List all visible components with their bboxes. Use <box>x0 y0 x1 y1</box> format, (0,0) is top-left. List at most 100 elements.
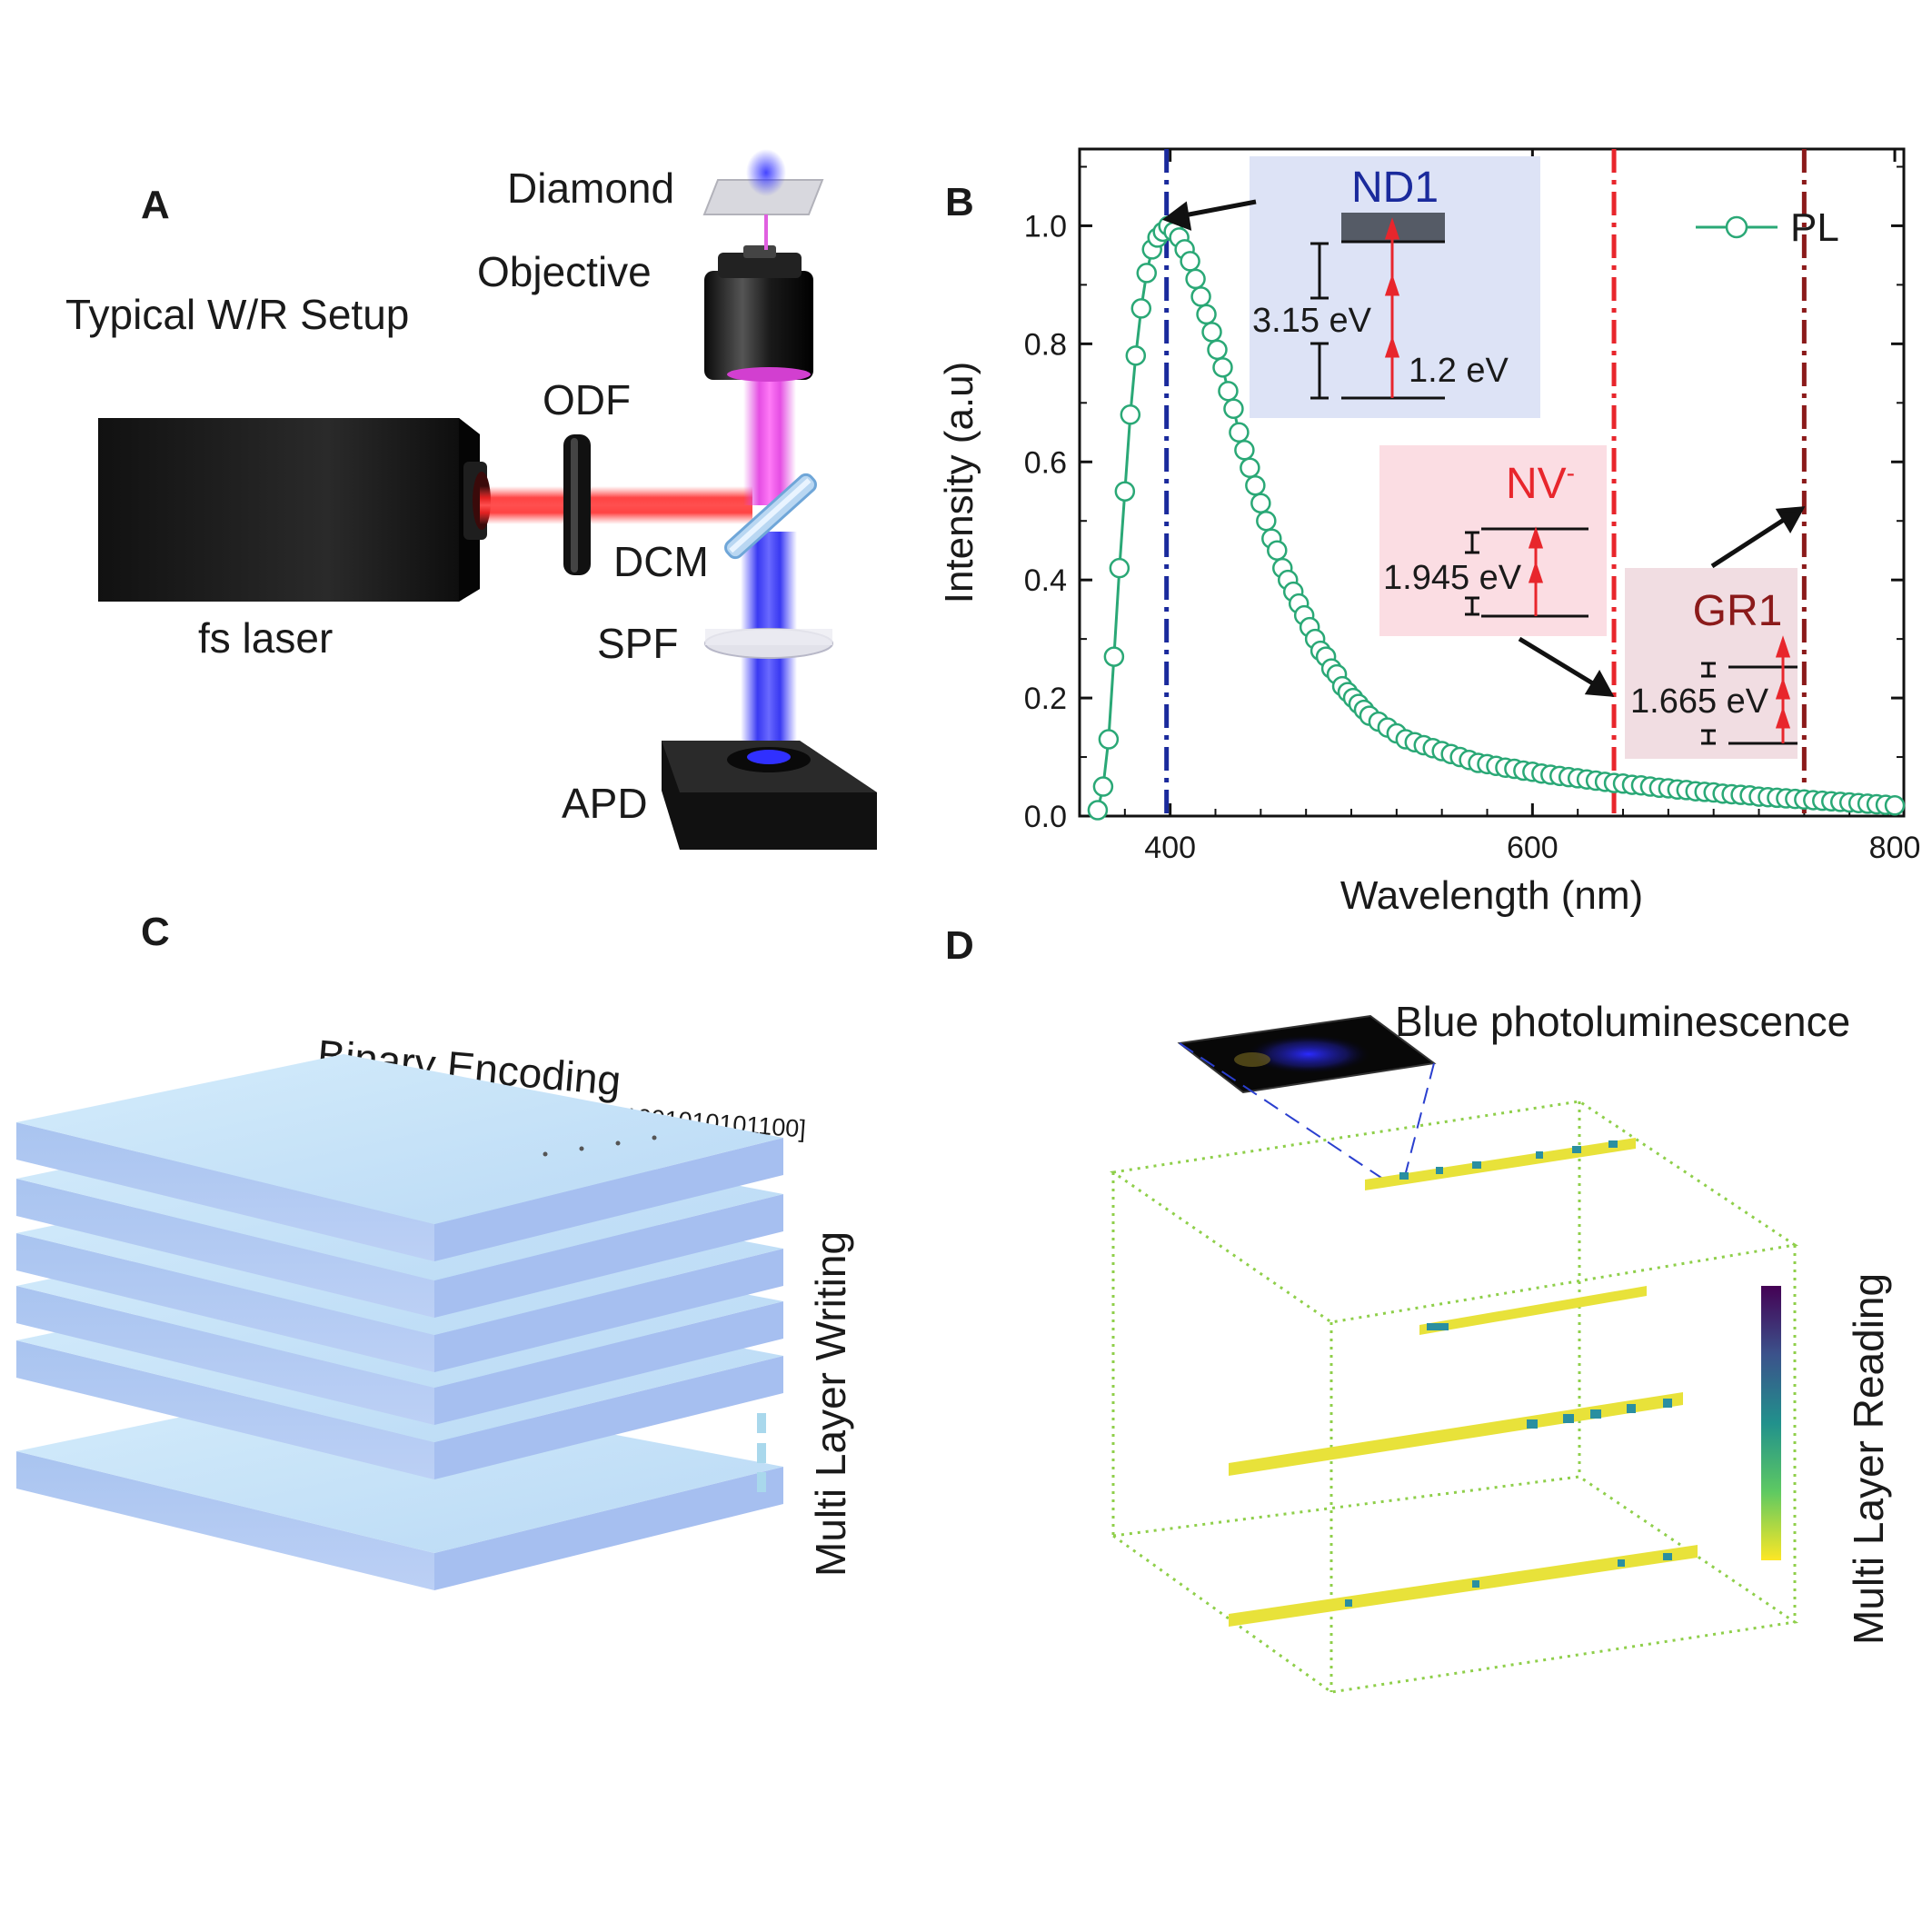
data-bit <box>543 1151 548 1157</box>
data-layer-4 <box>1229 1545 1698 1627</box>
nv-energy-bars <box>1465 531 1479 616</box>
pl-data-point <box>1245 474 1266 496</box>
pl-data-point <box>1125 345 1147 366</box>
red-laser-beam <box>480 486 752 524</box>
data-layer-3 <box>1229 1392 1683 1476</box>
panel-d: D Blue photoluminescence <box>945 923 1892 1694</box>
label-spf: SPF <box>597 620 678 667</box>
y-tick-label: 0.4 <box>1024 563 1067 598</box>
inset-nd1-title: ND1 <box>1351 164 1439 212</box>
pl-data-point <box>1223 398 1244 420</box>
blue-pl-label: Blue photoluminescence <box>1395 998 1850 1045</box>
diamond-sample <box>702 149 824 250</box>
setup-title: Typical W/R Setup <box>65 291 409 338</box>
pl-data-point <box>1240 457 1260 479</box>
y-tick-label: 1.0 <box>1024 209 1067 244</box>
nv-energy: 1.945 eV <box>1383 559 1522 597</box>
data-layer-1 <box>1365 1138 1636 1190</box>
odf-filter <box>563 434 591 575</box>
layer-stack <box>16 1054 783 1590</box>
label-laser: fs laser <box>198 614 333 662</box>
nd1-energy-bars <box>1310 242 1329 400</box>
y-tick-label: 0.6 <box>1024 445 1067 480</box>
pl-data-point <box>1229 422 1250 443</box>
pl-data-point <box>1087 800 1109 821</box>
legend-marker <box>1725 215 1748 239</box>
pl-data-point <box>1130 298 1152 319</box>
inset-nv-bg <box>1379 445 1607 636</box>
panel-a-letter: A <box>141 183 170 227</box>
inset-gr1-title: GR1 <box>1693 587 1783 635</box>
label-dcm: DCM <box>613 538 709 585</box>
colorbar <box>1761 1286 1781 1560</box>
y-tick-label: 0.8 <box>1024 327 1067 362</box>
pl-data-point <box>1250 493 1271 513</box>
x-tick-label: 400 <box>1144 831 1196 865</box>
data-bit <box>615 1140 621 1146</box>
inset-gr1: GR1 1.665 eV <box>1625 568 1798 759</box>
data-layer-2 <box>1419 1286 1647 1335</box>
pl-data-point <box>1218 381 1239 402</box>
nd1-energy-2: 1.2 eV <box>1409 352 1509 390</box>
pl-data-point <box>1267 540 1288 561</box>
multi-layer-reading-label: Multi Layer Reading <box>1845 1273 1892 1645</box>
pl-data-point <box>1212 357 1233 378</box>
panel-b: B 400 600 800 0.0 0.2 0.4 0.6 0.8 1.0Wavelength … <box>937 147 1921 918</box>
label-diamond: Diamond <box>507 164 674 212</box>
nd1-energy-1: 3.15 eV <box>1252 302 1372 340</box>
y-axis-label: Intensity (a.u) <box>937 362 981 604</box>
y-tick-label: 0.2 <box>1024 682 1067 716</box>
data-bit <box>652 1135 657 1140</box>
continuation-dots <box>757 1413 766 1492</box>
y-tick-label: 0.0 <box>1024 800 1067 834</box>
multi-layer-writing-label: Multi Layer Writing <box>807 1231 854 1577</box>
apd-detector <box>662 741 877 850</box>
pl-data-point <box>1196 304 1217 325</box>
pl-data-point <box>1092 776 1114 797</box>
panel-c: C Binary Encoding [010001110101010001001… <box>16 910 854 1590</box>
inset-nv: NV- 1.945 eV <box>1379 445 1607 636</box>
pl-data-point <box>1136 263 1158 284</box>
panel-c-letter: C <box>141 910 170 954</box>
data-bit <box>579 1146 584 1151</box>
data-layer-1-bits <box>1399 1140 1618 1180</box>
volume-cube <box>1110 1100 1799 1694</box>
data-layer-4-bits <box>1345 1553 1672 1607</box>
pl-data-point <box>1098 729 1120 750</box>
data-layer-3-bits <box>1527 1399 1672 1429</box>
projection-lines <box>1179 1042 1435 1180</box>
panel-b-letter: B <box>945 180 974 224</box>
objective-lens <box>704 245 813 382</box>
gr1-energy: 1.665 eV <box>1630 682 1769 721</box>
pl-data-point <box>1207 339 1228 361</box>
pl-image <box>1177 1014 1437 1094</box>
label-odf: ODF <box>543 376 631 423</box>
nd1-excitation-arrows <box>1384 217 1400 398</box>
gr1-excitation-arrows <box>1775 635 1791 743</box>
label-objective: Objective <box>477 248 652 295</box>
gr1-energy-bars <box>1701 662 1716 745</box>
pl-data-point <box>1114 481 1136 502</box>
pl-data-point <box>1884 795 1906 816</box>
fs-laser <box>98 418 491 602</box>
inset-nv-title: NV- <box>1506 459 1575 508</box>
panel-a: A Typical W/R Setup ODF DCM <box>65 149 877 850</box>
pl-data-point <box>1180 251 1200 272</box>
short-pass-filter <box>704 628 833 659</box>
pl-data-point <box>1109 557 1130 579</box>
x-tick-label: 600 <box>1507 831 1559 865</box>
pl-data-point <box>1190 286 1211 307</box>
pl-data-point <box>1256 510 1277 532</box>
x-tick-label: 800 <box>1869 831 1921 865</box>
storage-layer <box>16 1054 783 1261</box>
panel-d-letter: D <box>945 923 974 968</box>
x-axis-label: Wavelength (nm) <box>1340 873 1643 918</box>
pl-data-point <box>1201 322 1222 343</box>
inset-nd1: ND1 3.15 eV 1.2 eV <box>1250 156 1540 418</box>
nv-excitation-arrows <box>1528 526 1544 616</box>
pl-data-point <box>1234 440 1255 461</box>
legend-label: PL <box>1790 205 1839 250</box>
label-apd: APD <box>562 780 648 827</box>
